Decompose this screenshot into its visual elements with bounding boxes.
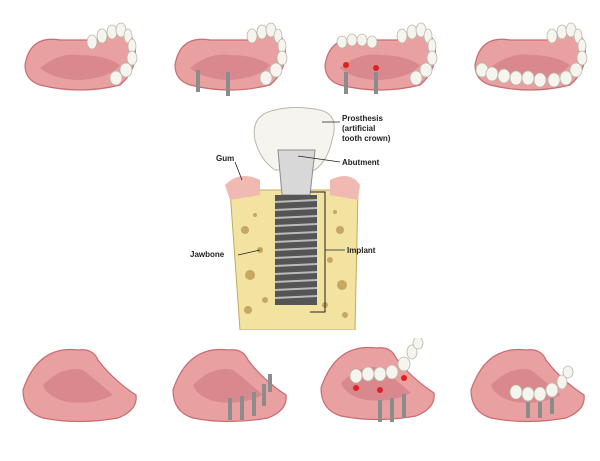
upper-jaw-stage-2 [170,10,290,105]
implant-cross-section: Prosthesis (artificial tooth crown) Abut… [180,100,420,331]
upper-jaw-stage-1 [20,10,140,95]
upper-jaw-stage-4 [470,10,590,100]
label-prosthesis-line3: tooth crown) [342,134,391,143]
lower-jaw-stage-2 [168,340,293,435]
label-gum: Gum [216,154,235,163]
lower-jaw-stage-4 [466,340,591,430]
label-prosthesis-line1: Prosthesis [342,114,383,123]
upper-jaw-stage-3 [320,10,440,105]
lower-jaw-stage-3 [316,338,441,438]
lower-jaw-stage-1 [18,340,143,425]
label-implant: Implant [347,246,376,255]
label-abutment: Abutment [342,158,380,167]
label-prosthesis-line2: (artificial [342,124,376,133]
label-jawbone: Jawbone [190,250,225,259]
